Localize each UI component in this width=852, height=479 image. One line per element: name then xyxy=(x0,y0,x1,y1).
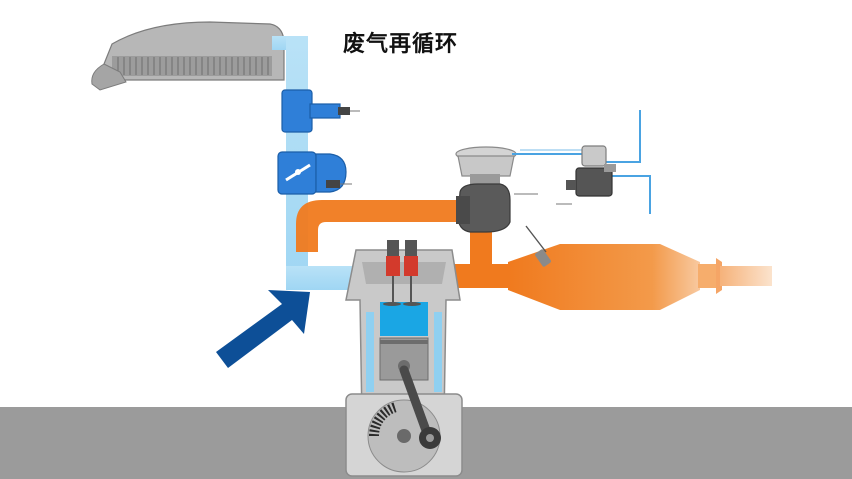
egr-valve-icon xyxy=(455,146,538,233)
crankshaft-icon xyxy=(345,365,463,477)
solenoid-valve-icon xyxy=(556,145,616,205)
diagram-title: 废气再循环 xyxy=(343,32,459,57)
air-filter-icon xyxy=(91,21,285,91)
flow-arrow-icon xyxy=(216,290,310,368)
catalytic-converter-icon xyxy=(508,244,772,310)
vacuum-lines xyxy=(512,110,651,214)
maf-sensor-icon xyxy=(281,89,360,133)
lambda-sensor-icon xyxy=(525,225,551,267)
throttle-body-icon xyxy=(277,151,352,195)
intake-valve-icon xyxy=(383,240,401,306)
exhaust-valve-icon xyxy=(403,240,421,306)
